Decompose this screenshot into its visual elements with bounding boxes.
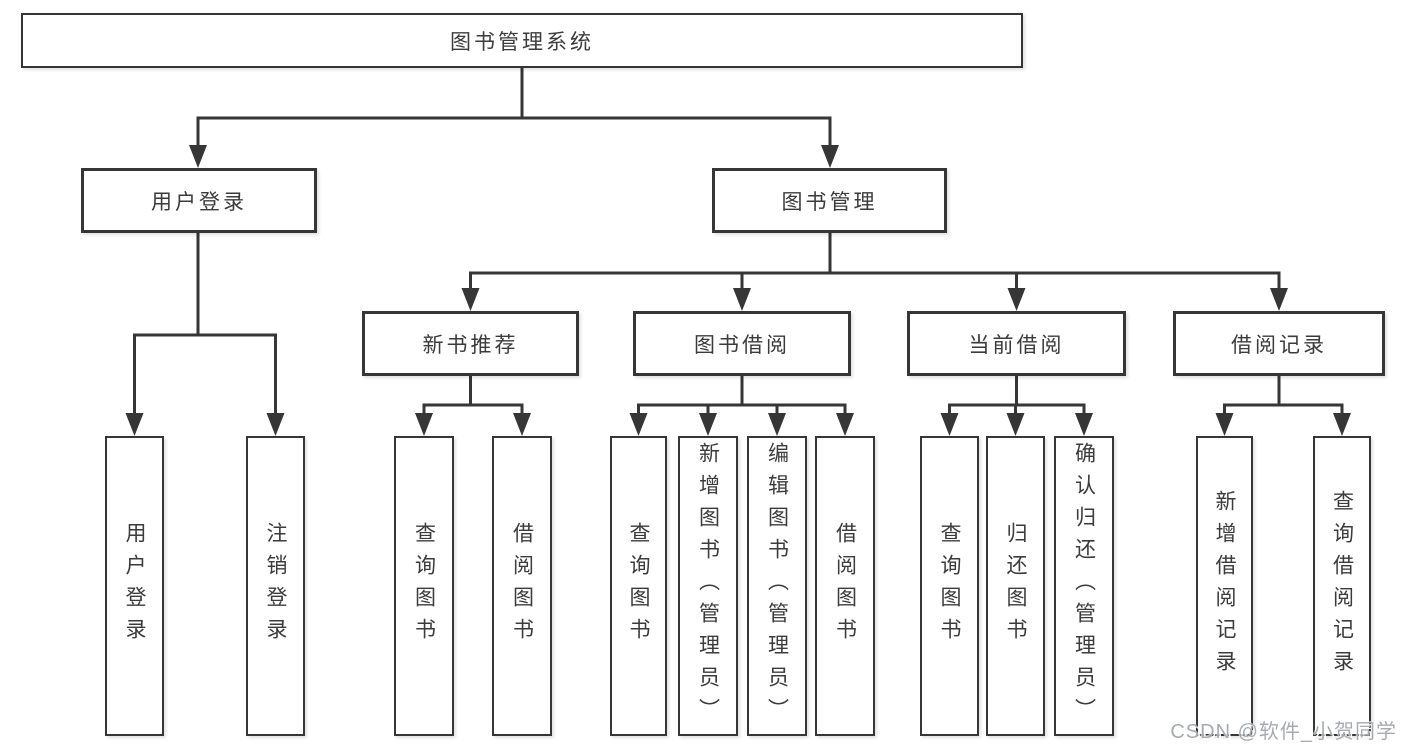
leaf-add-book-admin: 新增图书（管理员） xyxy=(678,436,738,736)
leaf-confirm-return-admin: 确认归还（管理员） xyxy=(1054,436,1114,736)
leaf-label: 用户登录 xyxy=(123,522,146,650)
node-label: 借阅记录 xyxy=(1231,333,1327,357)
node-label: 新书推荐 xyxy=(422,333,519,357)
leaf-label: 查询图书 xyxy=(627,522,650,650)
node-book-borrowing: 图书借阅 xyxy=(633,311,851,376)
node-book-management: 图书管理 xyxy=(712,168,947,233)
leaf-borrow-book: 借阅图书 xyxy=(815,436,875,736)
leaf-edit-book-admin: 编辑图书（管理员） xyxy=(747,436,807,736)
node-label: 图书管理系统 xyxy=(450,30,594,54)
node-label: 用户登录 xyxy=(151,190,247,214)
leaf-label: 编辑图书（管理员） xyxy=(765,442,789,730)
leaf-query-book-borrow: 查询图书 xyxy=(610,436,667,736)
leaf-label: 归还图书 xyxy=(1004,522,1027,650)
leaf-label: 确认归还（管理员） xyxy=(1072,442,1096,730)
leaf-query-book-recommend: 查询图书 xyxy=(394,436,454,736)
leaf-query-borrow-record: 查询借阅记录 xyxy=(1313,436,1371,736)
node-new-book-recommend: 新书推荐 xyxy=(362,311,579,376)
node-label: 当前借阅 xyxy=(968,333,1065,357)
node-label: 图书管理 xyxy=(781,190,878,214)
leaf-query-book-current: 查询图书 xyxy=(920,436,979,736)
leaf-label: 新增借阅记录 xyxy=(1213,490,1236,682)
node-current-borrowing: 当前借阅 xyxy=(907,311,1126,376)
node-user-login: 用户登录 xyxy=(81,168,317,233)
leaf-logout: 注销登录 xyxy=(246,436,305,736)
leaf-label: 借阅图书 xyxy=(510,522,534,650)
leaf-label: 注销登录 xyxy=(264,522,287,650)
node-label: 图书借阅 xyxy=(694,333,790,357)
leaf-label: 借阅图书 xyxy=(833,522,857,650)
csdn-watermark: CSDN @软件_小贺同学 xyxy=(1170,721,1397,743)
leaf-return-book: 归还图书 xyxy=(986,436,1045,736)
leaf-user-login: 用户登录 xyxy=(105,436,164,736)
leaf-borrow-book-recommend: 借阅图书 xyxy=(492,436,552,736)
node-borrowing-records: 借阅记录 xyxy=(1173,311,1385,376)
leaf-label: 查询图书 xyxy=(412,522,436,650)
leaf-label: 新增图书（管理员） xyxy=(696,442,720,730)
node-root-system: 图书管理系统 xyxy=(21,13,1023,68)
leaf-add-borrow-record: 新增借阅记录 xyxy=(1196,436,1253,736)
leaf-label: 查询借阅记录 xyxy=(1330,490,1354,682)
leaf-label: 查询图书 xyxy=(938,522,961,650)
